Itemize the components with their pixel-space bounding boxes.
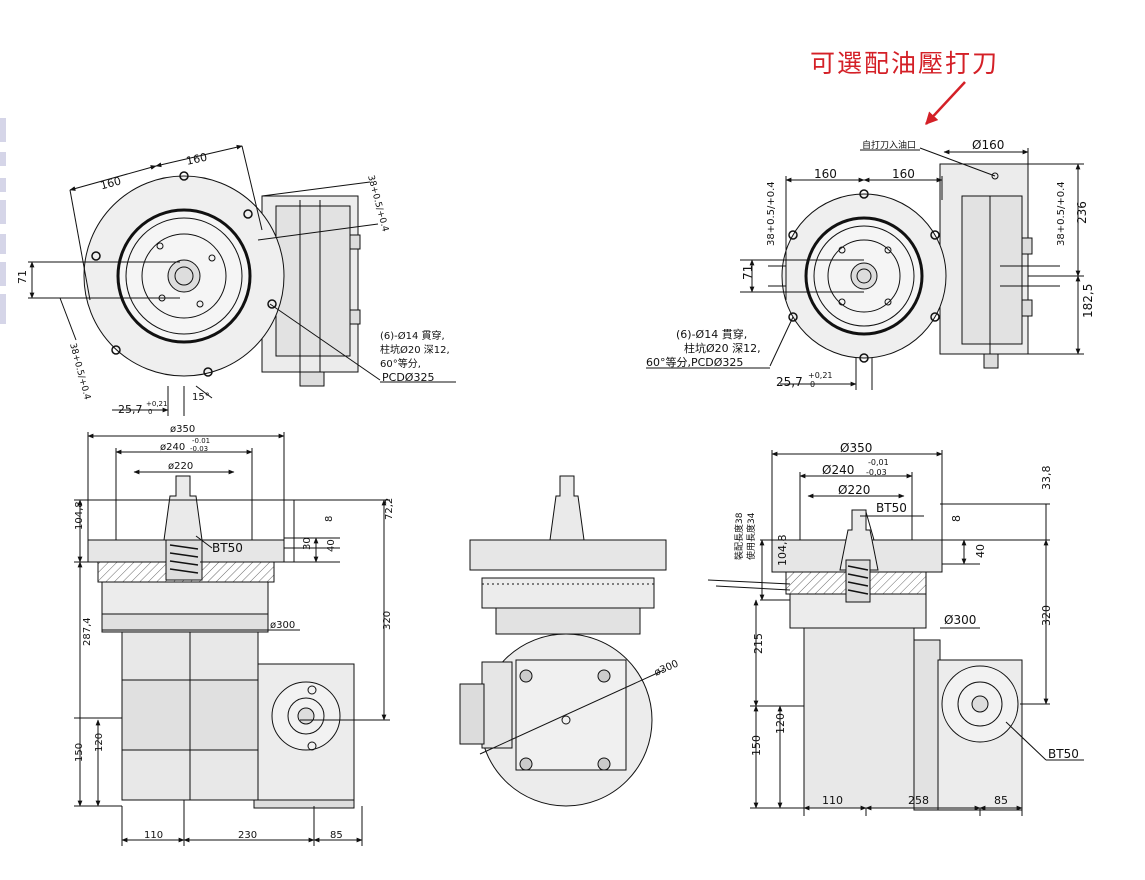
tl-dim-38-left: 38+0.5/+0.4 xyxy=(67,342,92,401)
tr-note-line1: (6)-Ø14 貫穿, xyxy=(676,327,747,341)
br-bt50-top: BT50 xyxy=(876,501,907,515)
bl-dim-104-8: 104,8 xyxy=(74,501,85,530)
bl-dim-72-2: 72,2 xyxy=(384,498,395,520)
bl-dim-110: 110 xyxy=(144,830,163,841)
bc-tool-holder xyxy=(549,475,585,541)
tl-dim-257: 25,7 xyxy=(118,403,143,416)
bottom-right-view: Ø350 Ø240 -0,01 -0,03 Ø220 BT50 Ø300 BT5… xyxy=(707,441,1084,816)
left-edge-bar-4 xyxy=(0,200,6,224)
bl-dim-85: 85 xyxy=(330,830,343,841)
tl-note-line1: (6)-Ø14 貫穿, xyxy=(380,329,445,342)
br-dim-33-8: 33,8 xyxy=(1040,466,1053,491)
tl-dim-160-a: 160 xyxy=(99,174,123,192)
bl-d350: ø350 xyxy=(170,424,195,435)
tr-dim-257-tol: +0,21 xyxy=(808,371,833,380)
tl-dim-257-tol: +0,21 xyxy=(146,400,167,408)
br-d240-tol-top: -0,01 xyxy=(868,458,889,467)
bl-dim-150: 150 xyxy=(74,743,85,762)
br-dim-258: 258 xyxy=(908,794,929,807)
tr-dim-257: 25,7 xyxy=(776,375,803,389)
bottom-center-view: ø300 xyxy=(459,475,681,807)
br-d220: Ø220 xyxy=(838,483,870,497)
left-edge-bar-3 xyxy=(0,178,6,192)
bl-dim-30: 30 xyxy=(302,537,313,550)
br-dim-120: 120 xyxy=(774,713,787,734)
bl-d240-tol-bot: -0.03 xyxy=(190,445,208,453)
callout-arrow xyxy=(925,81,966,125)
left-edge-bar-7 xyxy=(0,294,6,324)
tl-dim-160-b: 160 xyxy=(185,151,208,168)
tl-angle-15: 15° xyxy=(192,392,210,403)
bc-d300: ø300 xyxy=(653,658,681,678)
tr-dim-160-a: 160 xyxy=(814,167,837,181)
br-dim-104-8: 104,8 xyxy=(776,535,789,567)
top-left-view: 160 160 38+0.5/+0.4 38+0.5/+0.4 71 (6)-Ø… xyxy=(16,144,456,416)
br-dim-150: 150 xyxy=(750,735,763,756)
br-d240-tol-bot: -0,03 xyxy=(866,468,887,477)
br-dim-85: 85 xyxy=(994,794,1008,807)
bl-dim-287-4: 287,4 xyxy=(82,617,93,646)
tl-dim-257-tol0: 0 xyxy=(148,408,152,416)
top-right-view: 自打刀入油口 Ø160 160 160 38+0.5/+0.4 38+0.5/+… xyxy=(646,138,1095,390)
tl-dim-71: 71 xyxy=(16,270,29,284)
bl-d240: ø240 xyxy=(160,442,185,453)
br-use-len: 使用長度34 xyxy=(745,512,757,560)
tr-dim-257-tol0: 0 xyxy=(810,380,815,389)
bl-bt50-tool xyxy=(163,475,203,541)
br-dim-215: 215 xyxy=(752,633,765,654)
br-dim-110: 110 xyxy=(822,794,843,807)
br-d300: Ø300 xyxy=(944,613,976,627)
tr-dim-236: 236 xyxy=(1075,201,1089,224)
bc-table-top xyxy=(469,539,667,571)
tr-oil-inlet-label: 自打刀入油口 xyxy=(862,139,916,151)
tr-dim-71: 71 xyxy=(741,265,755,280)
left-edge-bar-1 xyxy=(0,118,6,142)
br-bt50-tool xyxy=(839,509,879,571)
hydraulic-drawbar-callout: 可選配油壓打刀 xyxy=(810,49,1000,78)
br-dim-8: 8 xyxy=(950,515,963,522)
bl-dim-40: 40 xyxy=(326,539,337,552)
br-dim-320: 320 xyxy=(1040,605,1053,626)
tr-dim-160-b: 160 xyxy=(892,167,915,181)
bl-d220: ø220 xyxy=(168,461,193,472)
bl-bt50: BT50 xyxy=(212,541,243,555)
tr-note-line3: 60°等分,PCDØ325 xyxy=(646,355,743,369)
bl-dim-320: 320 xyxy=(382,611,393,630)
br-d350: Ø350 xyxy=(840,441,872,455)
bl-dim-230: 230 xyxy=(238,830,257,841)
bl-dim-120: 120 xyxy=(94,733,105,752)
br-dim-40: 40 xyxy=(974,544,987,558)
tr-dim-38-right: 38+0.5/+0.4 xyxy=(1056,181,1067,246)
br-install-len: 裝配長度38 xyxy=(733,512,745,560)
bl-d240-tol-top: -0.01 xyxy=(192,437,210,445)
br-body xyxy=(803,627,915,809)
bottom-left-view: ø350 ø240 -0.01 -0.03 ø220 BT50 ø300 104… xyxy=(74,424,395,846)
tr-note-line2: 柱坑Ø20 深12, xyxy=(684,341,761,355)
bl-d300: ø300 xyxy=(270,620,295,631)
tr-dim-38-left: 38+0.5/+0.4 xyxy=(766,181,777,246)
tr-dim-182-5: 182,5 xyxy=(1081,284,1095,318)
tr-dim-d160: Ø160 xyxy=(972,138,1004,152)
left-edge-bar-6 xyxy=(0,262,6,286)
left-edge-bar-2 xyxy=(0,152,6,166)
left-edge-bar-5 xyxy=(0,234,6,254)
tl-note-line2: 柱坑Ø20 深12, xyxy=(380,343,450,356)
tl-note-line4: PCDØ325 xyxy=(382,371,434,384)
bl-dim-8: 8 xyxy=(324,516,335,522)
br-d240: Ø240 xyxy=(822,463,854,477)
tl-note-line3: 60°等分, xyxy=(380,357,421,370)
br-bt50-side: BT50 xyxy=(1048,747,1079,761)
